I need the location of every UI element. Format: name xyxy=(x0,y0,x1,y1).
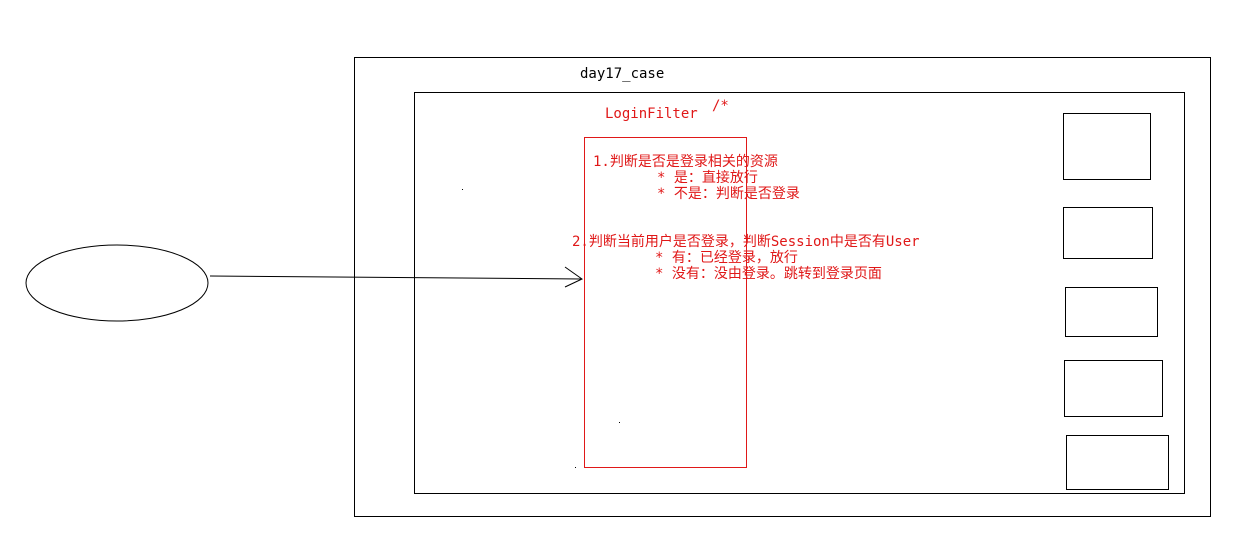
step-2-item-no: * 没有：没由登录。跳转到登录页面 xyxy=(655,266,882,282)
stray-dot xyxy=(575,467,576,468)
step-1-title: 1.判断是否是登录相关的资源 xyxy=(593,154,778,170)
resource-box-4 xyxy=(1064,360,1163,417)
filter-url-pattern: /* xyxy=(712,98,729,114)
project-name-label: day17_case xyxy=(580,66,665,82)
stray-dot xyxy=(619,422,620,423)
web-project-box xyxy=(354,57,1211,517)
stray-dot xyxy=(462,189,463,190)
login-filter-box xyxy=(584,137,747,468)
client-ellipse xyxy=(25,244,209,322)
resource-box-5 xyxy=(1066,435,1169,490)
web-app-content-box xyxy=(414,92,1185,494)
resource-box-3 xyxy=(1065,287,1158,337)
step-1-item-yes: * 是：直接放行 xyxy=(657,170,758,186)
filter-name-label: LoginFilter xyxy=(605,106,698,122)
step-2-item-yes: * 有：已经登录，放行 xyxy=(655,250,798,266)
step-2-title: 2.判断当前用户是否登录，判断Session中是否有User xyxy=(572,234,920,250)
resource-box-1 xyxy=(1063,113,1151,180)
step-1-item-no: * 不是：判断是否登录 xyxy=(657,186,800,202)
resource-box-2 xyxy=(1063,207,1153,259)
